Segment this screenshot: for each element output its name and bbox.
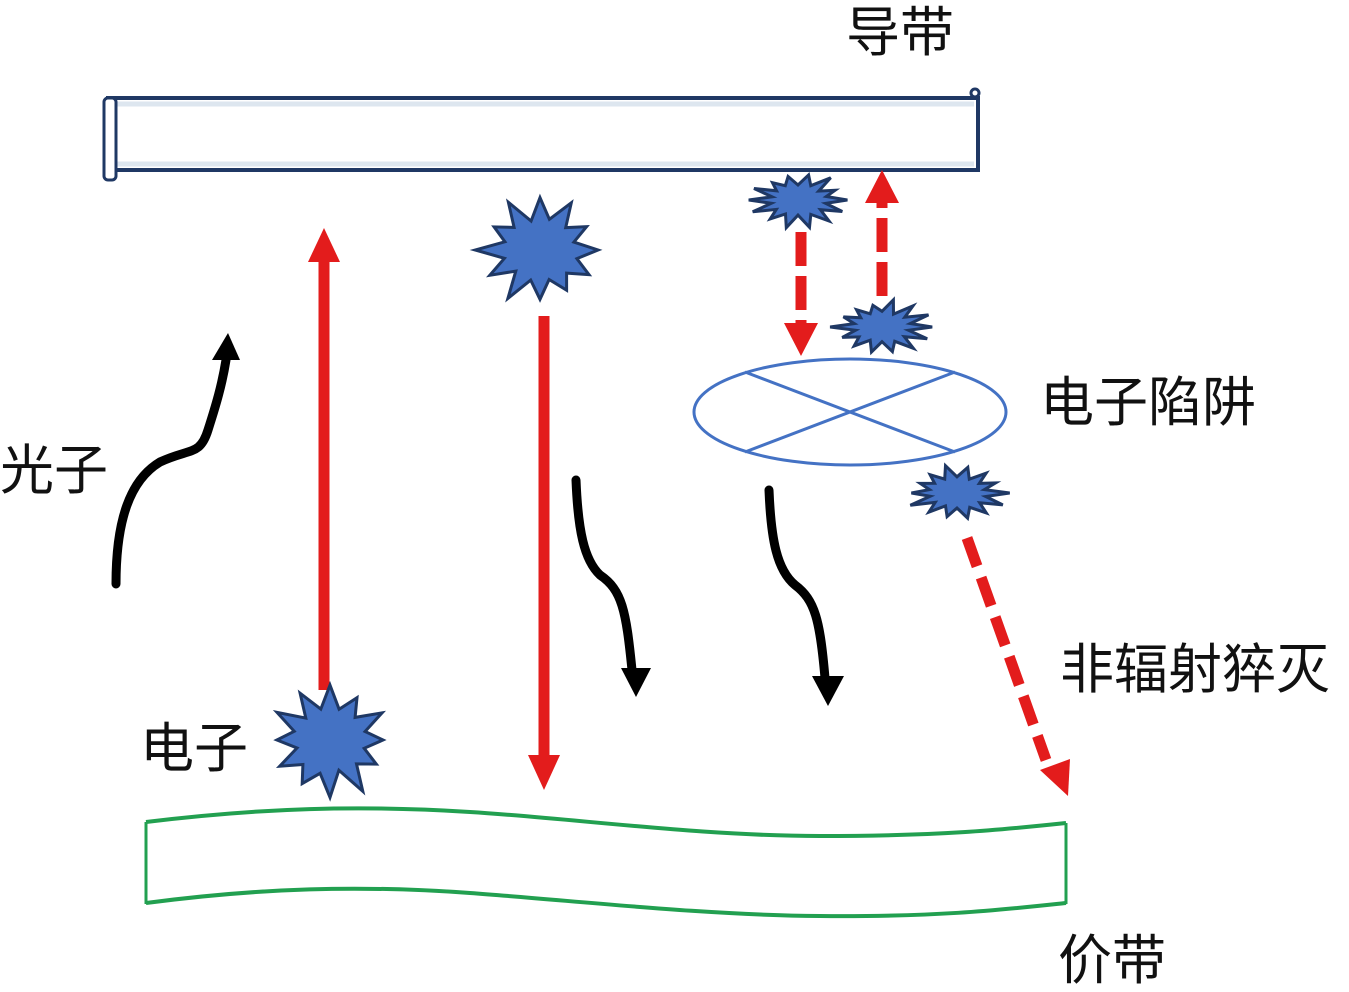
non-radiative-annihilation-label: 非辐射猝灭 <box>1060 638 1330 701</box>
non-radiative-arrow <box>961 536 1070 796</box>
trap-capture-arrow <box>784 232 818 356</box>
photon-label: 光子 <box>0 439 108 502</box>
emitted-photon-arrow-2 <box>764 485 844 706</box>
recombination-arrow <box>528 316 560 790</box>
electrons-group <box>272 171 1010 802</box>
conduction-band-label: 导带 <box>846 1 954 64</box>
electron-trap-upper-icon <box>829 296 933 356</box>
electron-conduction-icon <box>469 193 603 303</box>
excitation-arrow <box>308 228 340 690</box>
valence-band-label: 价带 <box>1058 929 1166 992</box>
absorbed-photon-arrow <box>111 333 240 589</box>
electron-trapped-top-icon <box>748 171 848 232</box>
electron-trap-lower-icon <box>909 462 1010 522</box>
conduction-band <box>102 87 981 182</box>
trap-release-arrow <box>865 170 899 296</box>
electron-trap-label: 电子陷阱 <box>1040 371 1256 434</box>
emitted-photon-arrow-1 <box>571 475 651 697</box>
electron-label: 电子 <box>140 717 248 780</box>
electron-valence-icon <box>272 680 387 802</box>
electron-trap <box>692 357 1008 467</box>
valence-band <box>144 806 1068 919</box>
